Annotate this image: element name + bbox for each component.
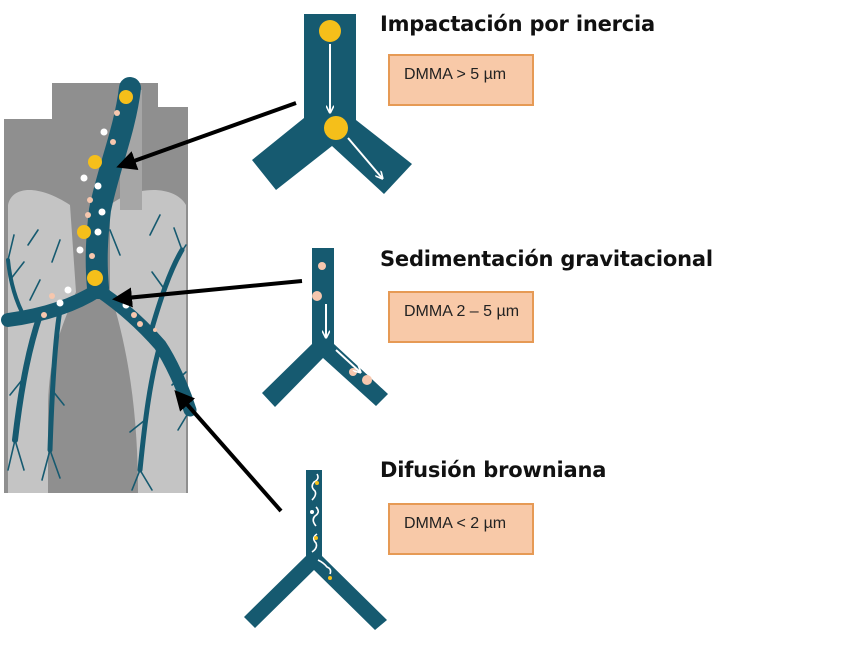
impaction-title: Impactación por inercia bbox=[380, 12, 655, 36]
lung-illustration bbox=[1, 77, 197, 493]
large-particle-dot bbox=[77, 225, 91, 239]
medium-particle-dot bbox=[110, 139, 116, 145]
small-particle-dot bbox=[56, 299, 64, 307]
large-particle-dot bbox=[119, 90, 133, 104]
pointer-arrows bbox=[112, 101, 303, 513]
small-particle-dot bbox=[98, 208, 106, 216]
medium-particle-dot bbox=[137, 321, 143, 327]
sedimentation-bifurcation bbox=[262, 248, 388, 407]
impaction-bifurcation bbox=[252, 14, 412, 194]
small-particle-dot bbox=[94, 182, 102, 190]
bronchiole-lines bbox=[7, 214, 191, 491]
impaction-size-box: DMMA > 5 µm bbox=[388, 54, 534, 106]
small-particle-dot bbox=[314, 536, 318, 540]
large-particle-dot bbox=[319, 20, 341, 42]
small-particle-dot bbox=[100, 128, 108, 136]
medium-particle-dot bbox=[318, 262, 326, 270]
large-particle-dot bbox=[88, 155, 102, 169]
medium-particle-dot bbox=[85, 212, 91, 218]
diffusion-bifurcation bbox=[244, 470, 387, 630]
left-mid-branch bbox=[47, 307, 63, 453]
small-particle-dot bbox=[315, 481, 319, 485]
small-particle-dot bbox=[64, 286, 72, 294]
medium-particle-dot bbox=[114, 110, 120, 116]
airway-bifurcation-shape bbox=[252, 14, 412, 194]
diffusion-title: Difusión browniana bbox=[380, 458, 607, 482]
large-particle-dot bbox=[324, 116, 348, 140]
brownian-path bbox=[311, 473, 320, 553]
trachea bbox=[85, 77, 141, 299]
medium-particle-dot bbox=[153, 328, 157, 332]
trajectory-arrow bbox=[347, 137, 382, 178]
background-cutout-right bbox=[158, 83, 188, 107]
medium-particle-dot bbox=[312, 291, 322, 301]
left-lower-branch bbox=[12, 312, 43, 443]
background-cutout-left bbox=[4, 83, 52, 119]
diffusion-pointer-arrow bbox=[174, 389, 283, 513]
trajectory-arrow bbox=[335, 349, 360, 372]
small-particle-dot bbox=[328, 576, 332, 580]
brownian-path bbox=[317, 559, 332, 575]
small-particle-dot bbox=[122, 301, 130, 309]
small-particle-dot bbox=[94, 228, 102, 236]
small-particle-dot bbox=[80, 174, 88, 182]
left-lung-lobe bbox=[8, 190, 76, 493]
sedimentation-size-box: DMMA 2 – 5 µm bbox=[388, 291, 534, 343]
sedimentation-title: Sedimentación gravitacional bbox=[380, 247, 713, 271]
right-lung-lobe bbox=[110, 190, 186, 493]
medium-particle-dot bbox=[362, 375, 372, 385]
medium-particle-dot bbox=[41, 312, 47, 318]
left-upper-branch bbox=[6, 258, 27, 320]
right-lower-branch bbox=[137, 342, 163, 473]
small-particle-dot bbox=[76, 246, 84, 254]
small-particle-dot bbox=[310, 510, 314, 514]
medium-particle-dot bbox=[131, 312, 137, 318]
medium-particle-dot bbox=[89, 253, 95, 259]
medium-particle-dot bbox=[87, 197, 93, 203]
diffusion-size-box: DMMA < 2 µm bbox=[388, 503, 534, 555]
sedimentation-pointer-arrow bbox=[112, 279, 303, 308]
medium-particle-dot bbox=[49, 293, 55, 299]
large-particle-dot bbox=[87, 270, 103, 286]
impaction-pointer-arrow bbox=[116, 101, 297, 171]
